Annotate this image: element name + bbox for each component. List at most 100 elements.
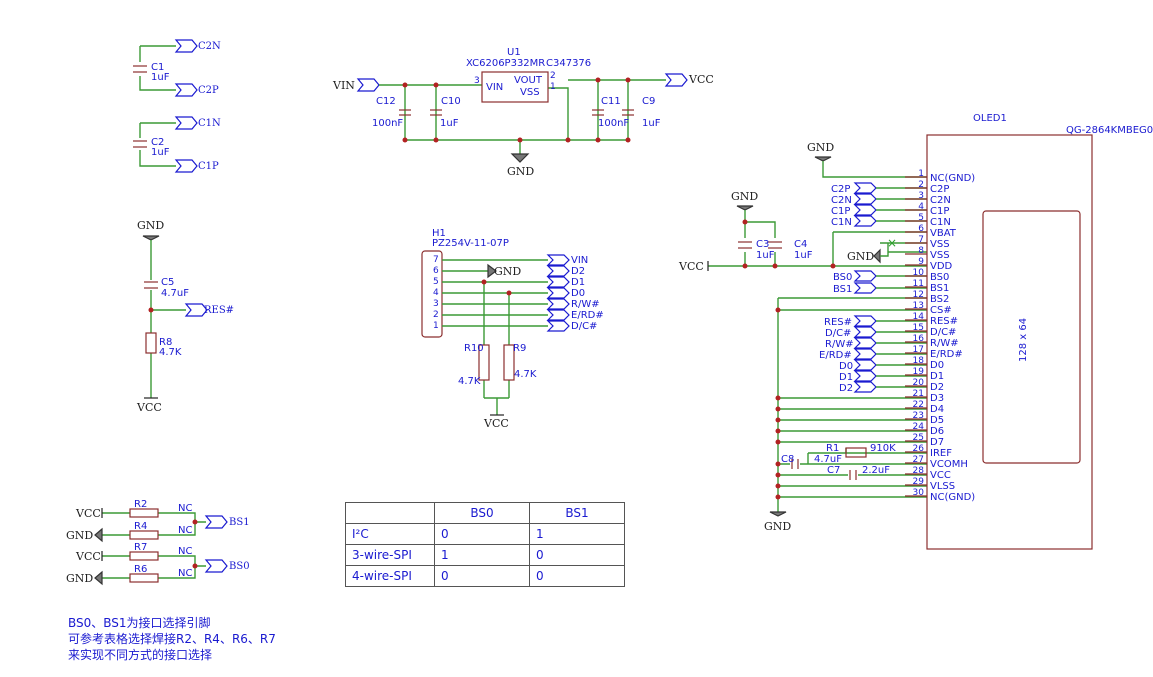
r4-body (129, 530, 159, 540)
table-cell: 1 (434, 544, 530, 566)
table-header: BS0 (434, 502, 530, 524)
c1n-label: C1N (198, 118, 221, 129)
r4-ref: R4 (134, 521, 147, 532)
table-cell: 0 (529, 565, 625, 587)
oled-pin-number: 3 (918, 191, 924, 201)
gnd-label: GND (494, 265, 521, 278)
oled-pin-number: 19 (913, 367, 925, 377)
vcc-label: VCC (483, 417, 509, 430)
h1-header-group: H1 PZ254V-11-07P GND 7 6 5 4 3 2 1 VIN D… (421, 228, 604, 430)
c2n-flag (174, 39, 198, 53)
oled-pin-number: 2 (918, 180, 924, 190)
oled-pin-number: 8 (918, 246, 924, 256)
u1-vout-pin: VOUT (514, 75, 543, 86)
oled-nets-group: GND GND VCC C3 1uF C4 1uF × GND (678, 141, 927, 533)
r10-ref: R10 (464, 343, 484, 354)
vcc-label: VCC (75, 507, 101, 520)
c2-value: 1uF (151, 147, 170, 158)
gnd-label: GND (66, 529, 93, 542)
oled-pin-name: D3 (930, 393, 944, 404)
gnd-label: GND (507, 165, 534, 178)
c7-value: 2.2uF (862, 465, 890, 476)
oled-pin-number: 27 (913, 455, 924, 465)
oled-net-c1n: C1N (831, 217, 852, 228)
junction-dots (402, 77, 631, 143)
c2p-label: C2P (198, 85, 219, 96)
oled-pin-name: E/RD# (930, 349, 963, 360)
r9-ref: R9 (513, 343, 526, 354)
oled-pin-name: NC(GND) (930, 173, 975, 184)
table-cell: I²C (345, 523, 435, 545)
r6-ref: R6 (134, 564, 147, 575)
oled-pin-number: 25 (913, 433, 924, 443)
c1p-flag (174, 159, 198, 173)
oled-pin-number: 6 (918, 224, 924, 234)
table-cell: 4-wire-SPI (345, 565, 435, 587)
oled-pin-number: 14 (913, 312, 925, 322)
u1-body (481, 71, 549, 103)
oled-net-rw: R/W# (825, 339, 854, 350)
note-line: 来实现不同方式的接口选择 (68, 648, 213, 662)
table-row: 4-wire-SPI 0 0 (345, 565, 625, 587)
r2-ref: R2 (134, 499, 147, 510)
c5-ref: C5 (161, 277, 174, 288)
oled-pin-name: D1 (930, 371, 944, 382)
res-label: RES# (204, 305, 234, 316)
h1-net-d2: D2 (571, 266, 585, 277)
gnd-label: GND (137, 219, 164, 232)
oled-net-d2: D2 (839, 383, 853, 394)
gnd-icon (487, 263, 497, 279)
h1-ref: H1 (432, 228, 446, 239)
r2-value: NC (178, 503, 192, 514)
h1-part: PZ254V-11-07P (432, 238, 509, 249)
oled-pin-name: D2 (930, 382, 944, 393)
oled-pin-number: 21 (913, 389, 924, 399)
u1-ref: U1 (507, 47, 521, 58)
oled-pin-name: C1N (930, 217, 951, 228)
c1p-label: C1P (198, 161, 219, 172)
oled-flags (853, 182, 877, 393)
gnd-label: GND (847, 250, 874, 263)
c5-value: 4.7uF (161, 288, 189, 299)
oled-pin-name: IREF (930, 448, 952, 459)
oled-net-c2p: C2P (831, 184, 850, 195)
c2p-flag (174, 83, 198, 97)
oled1-ref: OLED1 (973, 113, 1007, 124)
c8-value: 4.7uF (814, 454, 842, 465)
oled-pin-name: NC(GND) (930, 492, 975, 503)
oled-net-bs1: BS1 (833, 284, 852, 295)
oled-pin-number: 9 (918, 257, 924, 267)
h1-body (421, 250, 443, 338)
oled-pin-name: D0 (930, 360, 944, 371)
c10-ref: C10 (441, 96, 461, 107)
oled-pin-number: 24 (913, 422, 925, 432)
oled-pin-number: 13 (913, 301, 924, 311)
r4-value: NC (178, 525, 192, 536)
table-cell: 0 (529, 544, 625, 566)
r7-ref: R7 (134, 542, 147, 553)
c9-value: 1uF (642, 118, 661, 129)
r8-ref: R8 (159, 337, 172, 348)
h1-pin-num: 1 (433, 321, 439, 331)
r9-value: 4.7K (514, 369, 537, 380)
oled-pin-number: 23 (913, 411, 924, 421)
note-line: 可参考表格选择焊接R2、R4、R6、R7 (68, 632, 276, 646)
c10-value: 1uF (440, 118, 459, 129)
h1-pin-num: 2 (433, 310, 439, 320)
h1-net-d0: D0 (571, 288, 585, 299)
oled-pin-name: RES# (930, 316, 958, 327)
h1-pin-num: 5 (433, 277, 439, 287)
u1-vss-pin: VSS (520, 87, 540, 98)
oled-display-size: 128 x 64 (1018, 318, 1029, 362)
oled-pin-number: 29 (913, 477, 925, 487)
oled-pin-name: BS0 (930, 272, 949, 283)
gnd-icon (142, 235, 160, 241)
oled-net-bs0: BS0 (833, 272, 852, 283)
table-cell: 3-wire-SPI (345, 544, 435, 566)
r1-value: 910K (870, 443, 896, 454)
oled-net-dc: D/C# (825, 328, 851, 339)
table-cell: 0 (434, 565, 530, 587)
r6-value: NC (178, 568, 192, 579)
